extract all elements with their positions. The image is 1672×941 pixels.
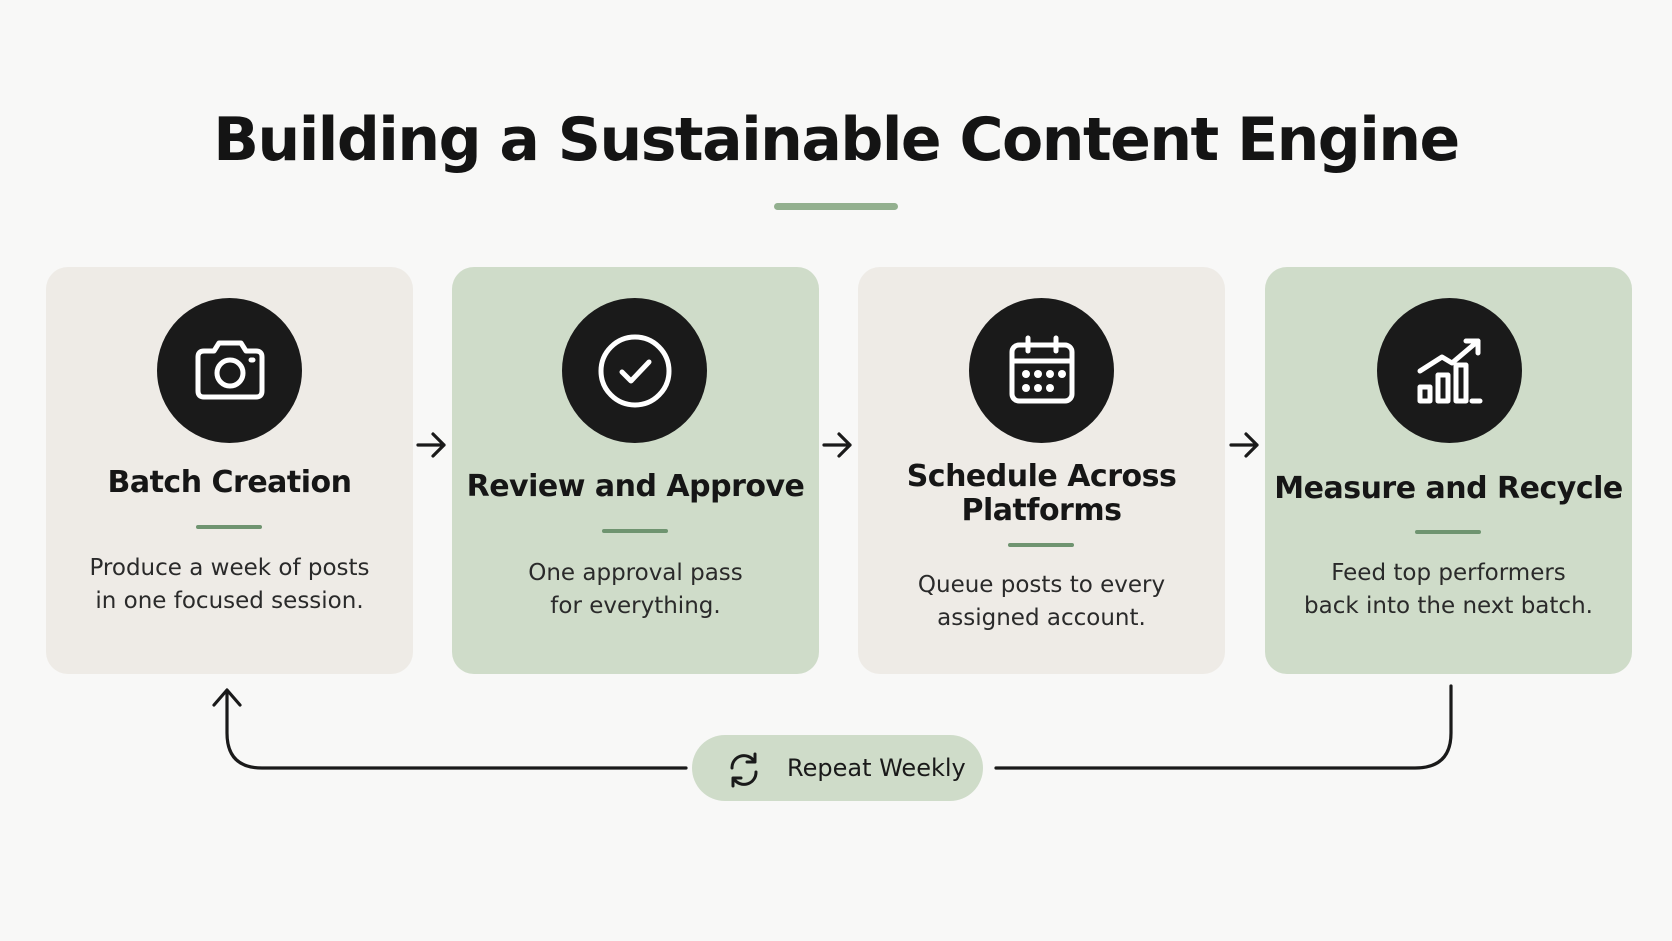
step-description: One approval pass for everything.: [452, 557, 819, 623]
refresh-icon: [730, 752, 758, 788]
step-divider: [1008, 543, 1074, 547]
calendar-icon-badge: [969, 298, 1114, 443]
step-description-line: back into the next batch.: [1304, 593, 1593, 619]
step-title: Schedule Across Platforms: [858, 460, 1225, 528]
camera-icon-badge: [157, 298, 302, 443]
step-description: Queue posts to every assigned account.: [858, 569, 1225, 635]
title-underline: [774, 203, 898, 210]
arrow-right-icon: [1229, 432, 1259, 458]
step-description: Feed top performers back into the next b…: [1265, 557, 1632, 623]
step-description-line: in one focused session.: [95, 588, 364, 614]
step-divider: [1415, 530, 1481, 534]
step-card-batch-creation: Batch Creation Produce a week of posts i…: [46, 267, 413, 674]
step-title: Review and Approve: [466, 469, 805, 504]
camera-icon: [195, 340, 264, 399]
step-description-line: Produce a week of posts: [89, 555, 370, 581]
step-title: Measure and Recycle: [1274, 471, 1623, 506]
bar-chart-growth-icon-badge: [1377, 298, 1522, 443]
step-title-line: Schedule Across: [906, 459, 1177, 494]
step-card-measure-recycle: Measure and Recycle Feed top performers …: [1265, 267, 1632, 674]
step-title: Batch Creation: [107, 465, 352, 500]
step-description-line: One approval pass: [528, 560, 743, 586]
arrow-right-icon: [416, 432, 446, 458]
loop-arrowhead-up: [212, 688, 242, 707]
repeat-weekly-label: Repeat Weekly: [787, 754, 966, 782]
step-divider: [602, 529, 668, 533]
loop-path-right: [994, 684, 1453, 770]
step-title-line: Platforms: [961, 493, 1122, 528]
step-card-schedule-platforms: Schedule Across Platforms Queue posts to…: [858, 267, 1225, 674]
step-divider: [196, 525, 262, 529]
check-circle-icon: [598, 334, 671, 407]
calendar-icon: [1009, 335, 1074, 403]
page-title: Building a Sustainable Content Engine: [213, 105, 1460, 175]
repeat-weekly-badge: Repeat Weekly: [692, 735, 983, 801]
loop-path-left: [225, 690, 688, 770]
step-description-line: Feed top performers: [1331, 560, 1566, 586]
bar-chart-growth-icon: [1417, 338, 1482, 403]
check-circle-icon-badge: [562, 298, 707, 443]
step-description-line: assigned account.: [937, 605, 1146, 631]
step-description-line: Queue posts to every: [917, 572, 1166, 598]
step-description-line: for everything.: [550, 593, 721, 619]
step-description: Produce a week of posts in one focused s…: [46, 552, 413, 618]
step-card-review-approve: Review and Approve One approval pass for…: [452, 267, 819, 674]
arrow-right-icon: [822, 432, 852, 458]
